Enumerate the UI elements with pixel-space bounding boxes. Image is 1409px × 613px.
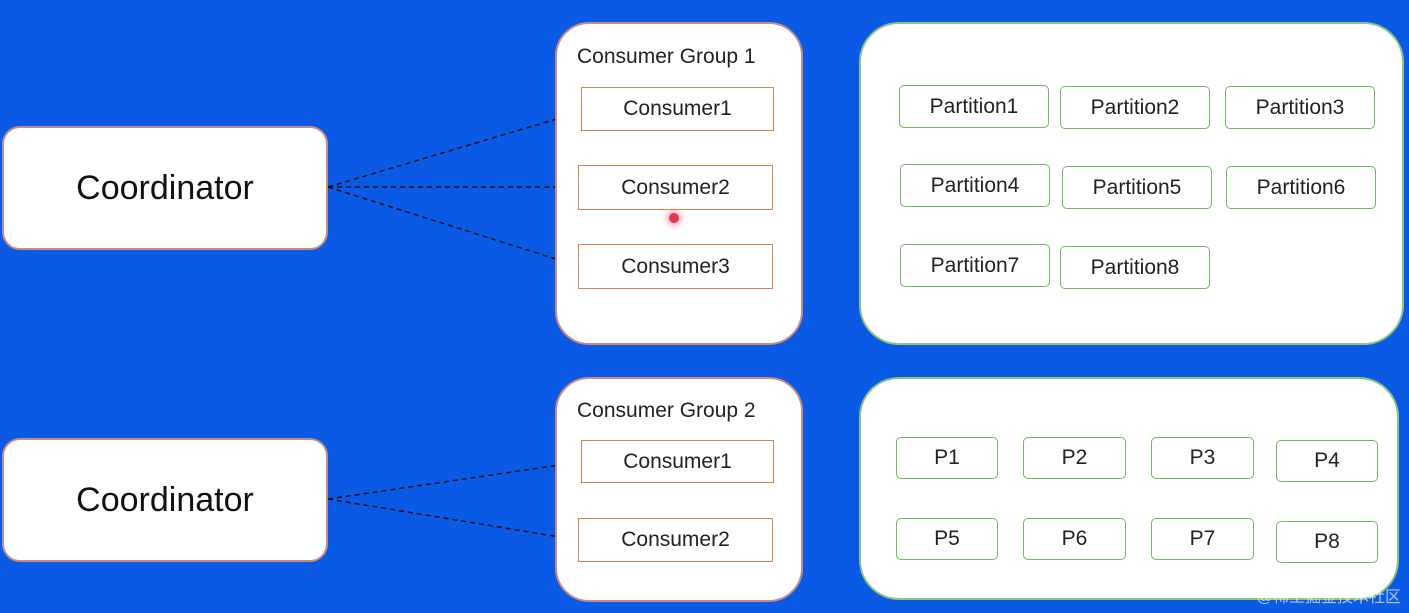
watermark: @稀土掘金技术社区 (1256, 589, 1401, 606)
arrow-coordinator2-consumer1 (327, 458, 582, 500)
coordinator-2: Coordinator (2, 438, 328, 562)
coordinator-1-label: Coordinator (76, 168, 254, 207)
partition-8: Partition8 (1060, 246, 1210, 289)
partition-3: Partition3 (1225, 86, 1375, 129)
group2-consumer2: Consumer2 (578, 518, 773, 562)
group1-consumer1: Consumer1 (581, 87, 774, 131)
partition-p3: P3 (1151, 437, 1254, 479)
partition-7: Partition7 (900, 244, 1050, 287)
partition-p2: P2 (1023, 437, 1126, 479)
arrow-coordinator2-consumer2 (327, 498, 580, 544)
consumer-group-1-title: Consumer Group 1 (577, 45, 756, 68)
partition-1: Partition1 (899, 85, 1049, 128)
coordinator-1: Coordinator (2, 126, 328, 250)
partition-4: Partition4 (900, 164, 1050, 207)
partition-6: Partition6 (1226, 166, 1376, 209)
partition-p1: P1 (896, 437, 998, 479)
partition-p6: P6 (1023, 518, 1126, 560)
partition-p8: P8 (1276, 521, 1378, 563)
group1-consumer2: Consumer2 (578, 165, 773, 210)
group1-consumer3: Consumer3 (578, 244, 773, 289)
arrow-coordinator1-consumer3 (327, 186, 580, 269)
consumer-group-2-title: Consumer Group 2 (577, 399, 756, 422)
arrow-coordinator1-consumer1 (327, 109, 582, 188)
group2-consumer1: Consumer1 (581, 440, 774, 483)
partition-p5: P5 (896, 518, 998, 560)
partition-p4: P4 (1276, 440, 1378, 482)
cursor-indicator (669, 213, 679, 223)
partitions-panel-2 (859, 377, 1399, 600)
partition-2: Partition2 (1060, 86, 1210, 129)
consumer-group-2 (555, 377, 803, 602)
partition-5: Partition5 (1062, 166, 1212, 209)
coordinator-2-label: Coordinator (76, 480, 254, 519)
partition-p7: P7 (1151, 518, 1254, 560)
